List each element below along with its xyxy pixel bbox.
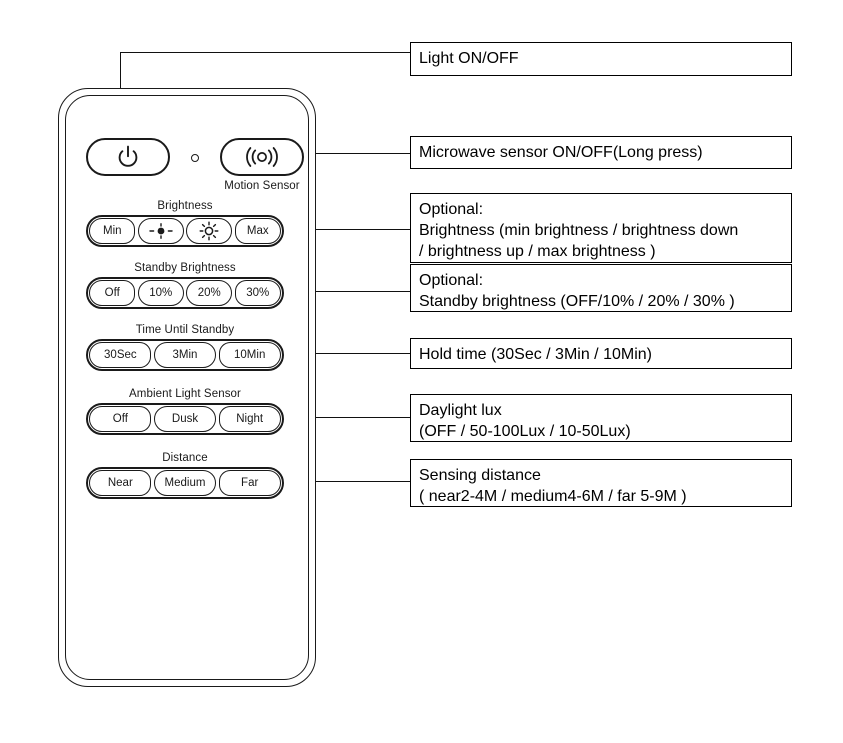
button-label: 20% — [197, 287, 221, 299]
callout-sensing-distance: Sensing distance ( near2-4M / medium4-6M… — [410, 459, 792, 507]
button-brightness-min[interactable]: Min — [89, 218, 136, 244]
button-label: Off — [104, 287, 120, 299]
button-label: Max — [246, 225, 269, 237]
callout-line: Standby brightness (OFF/10% / 20% / 30% … — [419, 293, 735, 311]
callout-optional-brightness: Optional: Brightness (min brightness / b… — [410, 193, 792, 263]
remote-control-body: Motion Sensor Brightness Min — [58, 88, 316, 687]
button-standby-20[interactable]: 20% — [186, 280, 233, 306]
callout-line: Hold time (30Sec / 3Min / 10Min) — [419, 346, 652, 363]
leader-line-motion — [268, 153, 411, 155]
callout-line: Optional: — [419, 272, 484, 289]
group-label-distance: Distance — [162, 452, 208, 464]
button-ambient-off[interactable]: Off — [89, 406, 152, 432]
button-ambient-dusk[interactable]: Dusk — [153, 406, 217, 432]
brightness-up-icon — [198, 221, 220, 241]
callout-optional-standby-brightness: Optional: Standby brightness (OFF/10% / … — [410, 264, 792, 312]
leader-line-hold-time — [268, 353, 411, 355]
callout-line: / brightness up / max brightness ) — [419, 243, 656, 261]
motion-sensor-caption: Motion Sensor — [224, 180, 300, 192]
group-pill-distance: Near Medium Far — [86, 467, 284, 499]
group-label-time-until-standby: Time Until Standby — [135, 324, 235, 336]
motion-sensor-button[interactable] — [220, 138, 304, 176]
power-icon — [117, 145, 139, 169]
button-label: Night — [236, 413, 264, 425]
button-standby-off[interactable]: Off — [89, 280, 136, 306]
button-standby-10[interactable]: 10% — [137, 280, 184, 306]
button-label: Near — [107, 477, 133, 489]
remote-inner-bezel: Motion Sensor Brightness Min — [65, 95, 309, 680]
button-label: 10% — [149, 287, 173, 299]
callout-line: Optional: — [419, 201, 484, 218]
callout-line: (OFF / 50-100Lux / 10-50Lux) — [419, 423, 631, 441]
button-label: Medium — [164, 477, 206, 489]
group-pill-time-until-standby: 30Sec 3Min 10Min — [86, 339, 284, 371]
group-label-brightness: Brightness — [157, 200, 213, 212]
group-ambient-light-sensor: Ambient Light Sensor Off Dusk Night — [86, 388, 284, 435]
button-label: Off — [112, 413, 128, 425]
button-label: 10Min — [234, 349, 266, 361]
group-time-until-standby: Time Until Standby 30Sec 3Min 10Min — [86, 324, 284, 371]
button-standby-30[interactable]: 30% — [234, 280, 281, 306]
group-pill-brightness: Min — [86, 215, 284, 247]
callout-line: Microwave sensor ON/OFF(Long press) — [419, 144, 703, 161]
button-label: Far — [241, 477, 259, 489]
callout-light-onoff: Light ON/OFF — [410, 42, 792, 76]
button-distance-medium[interactable]: Medium — [153, 470, 217, 496]
group-distance: Distance Near Medium Far — [86, 452, 284, 499]
callout-line: Brightness (min brightness / brightness … — [419, 222, 739, 240]
group-pill-standby-brightness: Off 10% 20% 30% — [86, 277, 284, 309]
button-distance-near[interactable]: Near — [89, 470, 152, 496]
leader-line-sensing-distance — [268, 481, 411, 483]
group-label-ambient-light-sensor: Ambient Light Sensor — [129, 388, 241, 400]
brightness-down-icon — [148, 223, 174, 239]
button-label: 30Sec — [104, 349, 137, 361]
button-label: Dusk — [171, 413, 199, 425]
callout-line: Daylight lux — [419, 402, 502, 419]
button-label: 30% — [246, 287, 270, 299]
button-brightness-down[interactable] — [137, 218, 184, 244]
button-brightness-up[interactable] — [186, 218, 233, 244]
button-brightness-max[interactable]: Max — [234, 218, 281, 244]
top-button-row: Motion Sensor — [86, 138, 304, 192]
button-label: Min — [102, 225, 122, 237]
callout-hold-time: Hold time (30Sec / 3Min / 10Min) — [410, 338, 792, 369]
leader-line-power-horizontal — [120, 52, 411, 54]
leader-line-brightness — [268, 229, 411, 231]
leader-line-standby-brightness — [268, 291, 411, 293]
group-pill-ambient-light-sensor: Off Dusk Night — [86, 403, 284, 435]
button-distance-far[interactable]: Far — [218, 470, 281, 496]
callout-line: Light ON/OFF — [419, 50, 519, 67]
button-label: 3Min — [172, 349, 198, 361]
motion-wave-icon — [239, 146, 285, 168]
callout-line: Sensing distance — [419, 467, 541, 484]
power-button[interactable] — [86, 138, 170, 176]
callout-daylight-lux: Daylight lux (OFF / 50-100Lux / 10-50Lux… — [410, 394, 792, 442]
callout-microwave-sensor: Microwave sensor ON/OFF(Long press) — [410, 136, 792, 169]
leader-line-daylight-lux — [268, 417, 411, 419]
group-label-standby-brightness: Standby Brightness — [134, 262, 236, 274]
callout-line: ( near2-4M / medium4-6M / far 5-9M ) — [419, 488, 687, 506]
button-time-30sec[interactable]: 30Sec — [89, 342, 152, 368]
group-brightness: Brightness Min — [86, 200, 284, 247]
group-standby-brightness: Standby Brightness Off 10% 20% 30% — [86, 262, 284, 309]
button-time-3min[interactable]: 3Min — [153, 342, 217, 368]
led-indicator-dot — [191, 154, 199, 162]
button-ambient-night[interactable]: Night — [218, 406, 281, 432]
button-time-10min[interactable]: 10Min — [218, 342, 281, 368]
